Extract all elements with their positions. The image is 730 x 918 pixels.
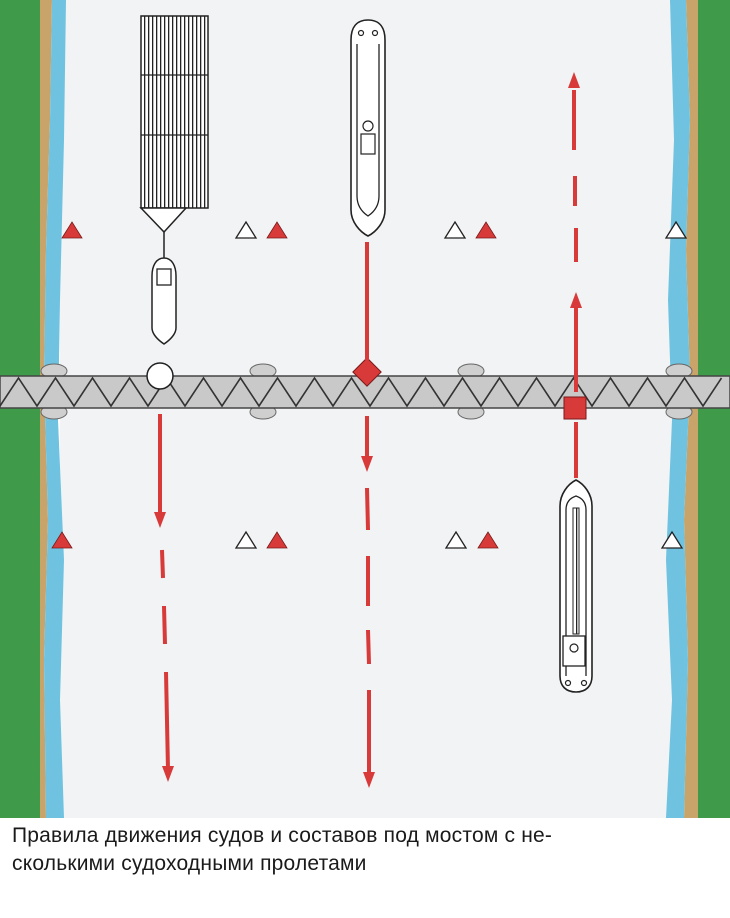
figure-caption: Правила движения судов и составов под мо… — [12, 822, 712, 878]
ship-descending — [350, 19, 386, 237]
arrow-up-icon — [568, 72, 582, 308]
left-bank — [0, 0, 66, 818]
course-lines — [158, 90, 578, 776]
barge-bow — [139, 207, 188, 234]
arrow-down-icon — [154, 456, 375, 788]
ship-ascending — [559, 479, 593, 693]
red-square-signal — [563, 396, 587, 420]
white-circle-signal — [146, 362, 174, 390]
red-diamond-signal — [352, 357, 382, 387]
white-triangle-signal — [234, 220, 688, 549]
barge-convoy — [139, 15, 209, 345]
barge-stack — [140, 15, 209, 209]
caption-line-2: сколькими судоходными пролетами — [12, 852, 367, 875]
red-triangle-signal — [51, 221, 499, 549]
caption-line-1: Правила движения судов и составов под мо… — [12, 824, 553, 847]
